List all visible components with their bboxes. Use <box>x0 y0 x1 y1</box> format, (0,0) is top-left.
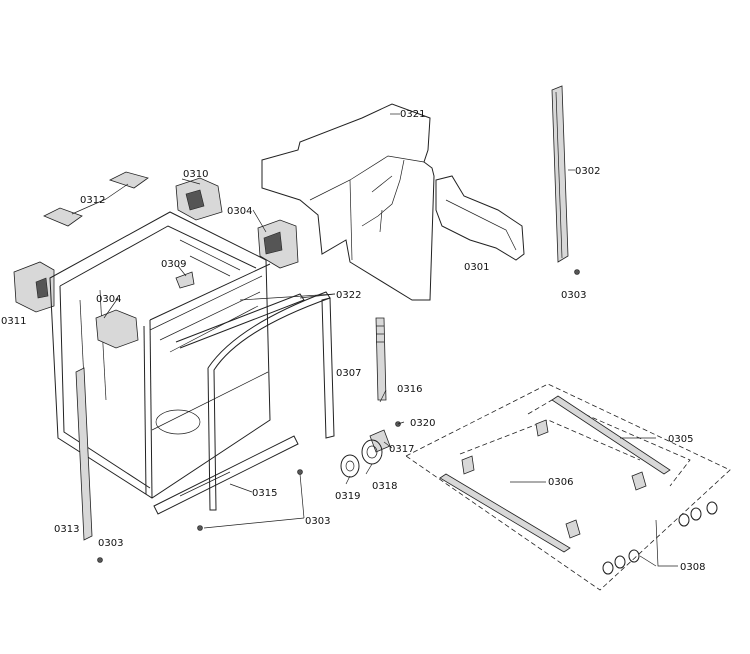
callout-0307: 0307 <box>336 368 361 379</box>
callout-0322: 0322 <box>336 290 361 301</box>
part-0304-upper-block <box>257 219 299 269</box>
part-0301-bracket <box>435 175 525 261</box>
part-base-frame <box>405 383 731 591</box>
part-0313-left-strip <box>75 367 103 563</box>
part-tub <box>49 211 271 499</box>
part-0306-rail <box>439 455 647 553</box>
part-0318-ring <box>361 439 383 465</box>
callout-0315: 0315 <box>252 488 277 499</box>
part-0322-seal <box>175 291 331 511</box>
callout-0316: 0316 <box>397 384 422 395</box>
part-0315-bottom-plate <box>153 435 303 531</box>
callout-0302: 0302 <box>575 166 600 177</box>
callout-0303-upper-right: 0303 <box>561 290 586 301</box>
part-0311-side-block <box>13 261 55 313</box>
part-0307-seal <box>321 297 335 439</box>
part-0310-latch <box>175 177 223 221</box>
part-0302-vertical-strip <box>551 85 580 275</box>
callout-0304-lower: 0304 <box>96 294 121 305</box>
callout-0317: 0317 <box>389 444 414 455</box>
leader-lines <box>71 113 678 567</box>
callout-0306: 0306 <box>548 477 573 488</box>
part-0305-rail <box>535 395 671 475</box>
part-0321-insulation-cover <box>261 103 435 301</box>
callout-0321: 0321 <box>400 109 425 120</box>
callout-0305: 0305 <box>668 434 693 445</box>
callout-0301: 0301 <box>464 262 489 273</box>
callout-0313: 0313 <box>54 524 79 535</box>
callout-0320: 0320 <box>410 418 435 429</box>
callout-0303-lower-left: 0303 <box>98 538 123 549</box>
callout-0309: 0309 <box>161 259 186 270</box>
part-0308-feet <box>602 501 718 575</box>
part-0319-ring <box>340 454 360 478</box>
callout-0304-upper: 0304 <box>227 206 252 217</box>
part-0316-inlet <box>369 317 401 453</box>
callout-0310: 0310 <box>183 169 208 180</box>
callout-0311: 0311 <box>1 316 26 327</box>
callout-0303-lower-center: 0303 <box>305 516 330 527</box>
callout-0312: 0312 <box>80 195 105 206</box>
callout-0308: 0308 <box>680 562 705 573</box>
callout-0318: 0318 <box>372 481 397 492</box>
callout-0319: 0319 <box>335 491 360 502</box>
